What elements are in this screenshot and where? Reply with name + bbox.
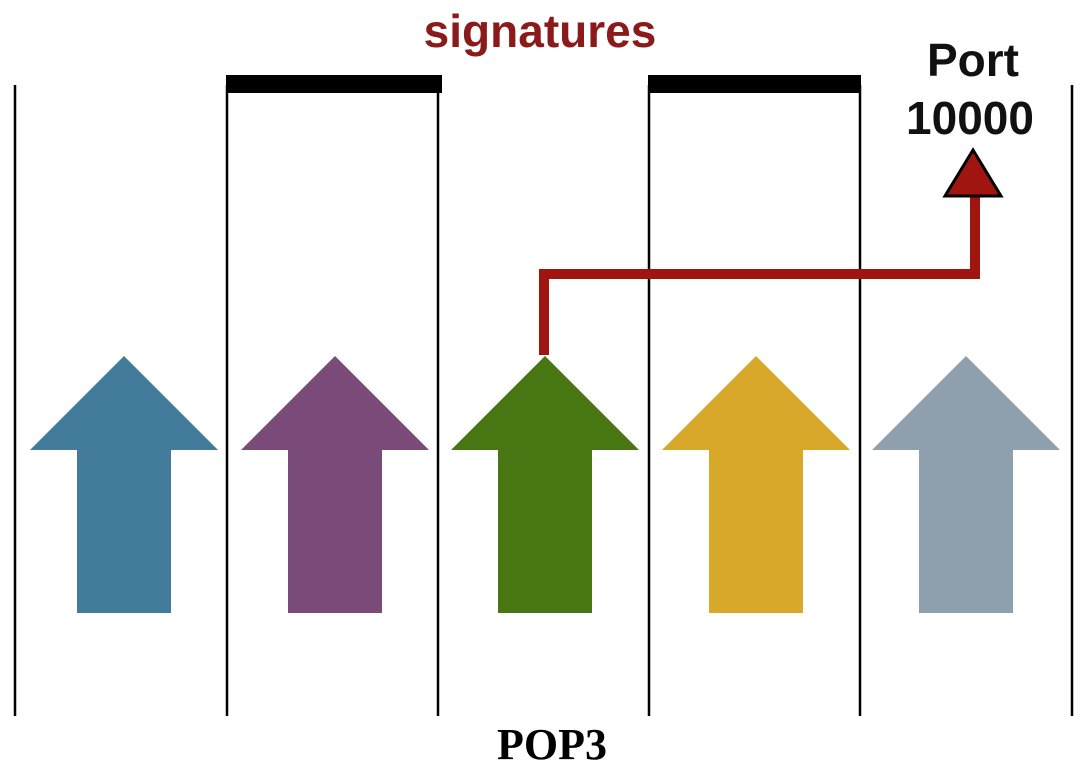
signatures-label: signatures [424, 5, 657, 57]
arrow-2 [241, 356, 429, 613]
signature-bar-2 [648, 75, 861, 93]
connector-line [539, 196, 980, 355]
arrow-3 [451, 356, 639, 613]
port-marker-triangle [942, 147, 1004, 198]
arrow-5 [872, 356, 1060, 613]
port-label-line2: 10000 [906, 92, 1034, 144]
port-label-line1: Port [927, 34, 1019, 86]
arrow-4 [662, 356, 850, 613]
pop3-label: POP3 [497, 720, 607, 769]
arrow-1 [30, 356, 218, 613]
signature-bar-1 [226, 75, 442, 93]
